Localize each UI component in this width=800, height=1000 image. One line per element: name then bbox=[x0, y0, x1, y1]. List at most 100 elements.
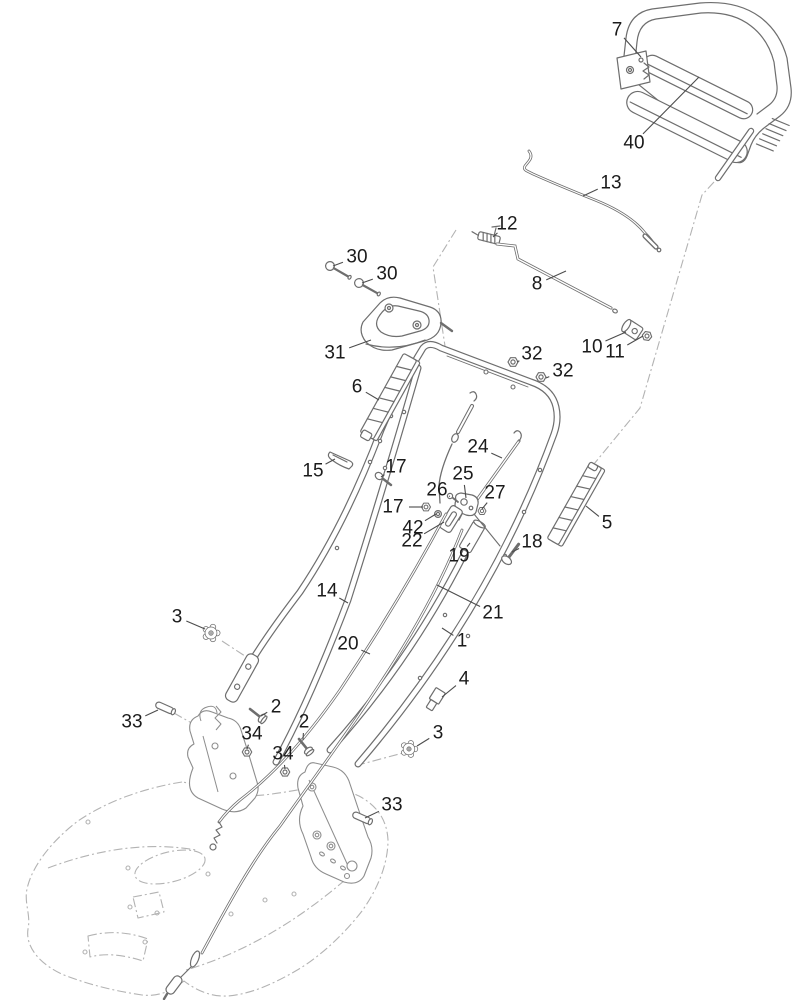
callout-18-label: 18 bbox=[521, 532, 542, 553]
callout-3-label: 3 bbox=[433, 723, 444, 744]
callout-14-label: 14 bbox=[316, 581, 338, 602]
pivot-pin-33-left bbox=[154, 700, 177, 716]
callout-3-leader bbox=[416, 737, 430, 747]
callout-40-label: 40 bbox=[623, 133, 644, 154]
spacer-4 bbox=[425, 687, 446, 712]
callout-11-leader bbox=[627, 335, 644, 346]
callout-2-label: 2 bbox=[271, 697, 282, 718]
callout-20-leader bbox=[361, 649, 371, 655]
handle-knob-3-right bbox=[401, 740, 419, 758]
callout-34-leader bbox=[246, 744, 249, 750]
locknut-11 bbox=[641, 330, 653, 342]
flange-nut-32-lower bbox=[535, 372, 547, 382]
deck-bolt-holes bbox=[82, 819, 297, 955]
callout-17-label: 17 bbox=[382, 497, 403, 518]
callout-21-label: 21 bbox=[482, 603, 503, 624]
upper-d-handle bbox=[616, 1, 792, 182]
handle-grip-pad-left bbox=[359, 353, 421, 442]
callout-22-label: 22 bbox=[401, 531, 422, 552]
callout-12-label: 12 bbox=[496, 214, 517, 235]
callout-24-label: 24 bbox=[467, 437, 489, 458]
callout-27-leader bbox=[481, 502, 488, 510]
callout-31-leader bbox=[348, 339, 372, 349]
carriage-bolt-2-left bbox=[245, 704, 270, 726]
callout-19-label: 19 bbox=[448, 546, 469, 567]
handle-knob-3-left bbox=[202, 623, 221, 643]
brake-cable-13 bbox=[522, 149, 662, 253]
callout-19-leader bbox=[466, 542, 471, 547]
callout-32-leader bbox=[516, 360, 520, 363]
brake-rod-8 bbox=[495, 242, 618, 314]
callout-32-label: 32 bbox=[521, 344, 542, 365]
control-rod-24 bbox=[469, 430, 522, 510]
callout-12-leader bbox=[492, 232, 498, 238]
callout-30-label: 30 bbox=[376, 264, 397, 285]
d-handle-mount-plate bbox=[616, 50, 651, 90]
callout-31-label: 31 bbox=[324, 343, 345, 364]
d-handle-foam-grip bbox=[626, 90, 748, 164]
callout-33-label: 33 bbox=[381, 795, 402, 816]
callout-17-leader bbox=[380, 474, 385, 478]
handle-grip-pad-right bbox=[547, 461, 606, 547]
callout-25-label: 25 bbox=[452, 464, 473, 485]
callout-33-leader bbox=[364, 810, 380, 819]
callout-34-leader bbox=[283, 764, 286, 770]
bushing-10 bbox=[621, 318, 644, 341]
locknut-34-left bbox=[241, 747, 253, 757]
callout-5-label: 5 bbox=[602, 513, 613, 534]
callout-8-label: 8 bbox=[532, 274, 543, 295]
extension-spring-12 bbox=[471, 225, 501, 245]
deck-blade-opening bbox=[134, 849, 206, 885]
callout-22-leader bbox=[423, 521, 445, 535]
callout-8-leader bbox=[546, 270, 567, 281]
callout-6-leader bbox=[365, 391, 380, 401]
d-handle-textured-end bbox=[755, 117, 790, 152]
callout-27-label: 27 bbox=[484, 483, 505, 504]
callout-33-label: 33 bbox=[121, 712, 142, 733]
lower-handle-tube-left bbox=[272, 364, 422, 766]
callout-7-leader bbox=[623, 37, 642, 58]
callout-14-leader bbox=[339, 597, 349, 604]
cable-z-fitting bbox=[438, 391, 478, 504]
callout-1-leader bbox=[441, 627, 454, 636]
carriage-bolt-2-right bbox=[294, 734, 316, 759]
handle-bracket-left bbox=[187, 705, 259, 813]
callout-18-leader bbox=[511, 547, 520, 553]
callout-24-leader bbox=[491, 452, 503, 459]
callout-10-leader bbox=[605, 331, 627, 342]
callout-13-leader bbox=[582, 188, 598, 197]
handle-sleeve-19 bbox=[459, 519, 486, 554]
callout-1-label: 1 bbox=[457, 631, 468, 652]
callout-26-label: 26 bbox=[426, 480, 447, 501]
cable-clip-15 bbox=[327, 451, 354, 470]
bail-lever bbox=[360, 296, 454, 351]
callout-13-label: 13 bbox=[600, 173, 621, 194]
flange-nut-32-upper bbox=[507, 357, 519, 367]
callout-4-label: 4 bbox=[459, 669, 470, 690]
callout-7-label: 7 bbox=[612, 20, 623, 41]
callout-30-leader bbox=[332, 261, 344, 267]
control-cable-21 bbox=[162, 528, 464, 1000]
callout-17-label: 17 bbox=[385, 457, 406, 478]
callout-25-leader bbox=[463, 484, 467, 499]
callout-2-label: 2 bbox=[299, 712, 310, 733]
lower-handle-mount-plate-left bbox=[224, 653, 260, 703]
callout-33-leader bbox=[145, 709, 159, 717]
upper-handle-tube bbox=[224, 341, 561, 768]
callout-34-label: 34 bbox=[241, 724, 263, 745]
callout-42-leader bbox=[424, 513, 437, 522]
callout-3-label: 3 bbox=[172, 607, 183, 628]
callout-21-leader bbox=[436, 584, 481, 608]
handle-bracket-right bbox=[297, 762, 373, 884]
callout-3-leader bbox=[186, 620, 206, 630]
callout-2-leader bbox=[260, 711, 268, 717]
callout-32-leader bbox=[545, 376, 550, 379]
callout-42-label: 42 bbox=[402, 518, 423, 539]
locknut-34-right bbox=[279, 767, 291, 777]
callout-10-label: 10 bbox=[581, 337, 602, 358]
callout-5-leader bbox=[585, 505, 600, 517]
callout-15-label: 15 bbox=[302, 461, 323, 482]
callout-30-leader bbox=[361, 278, 374, 284]
